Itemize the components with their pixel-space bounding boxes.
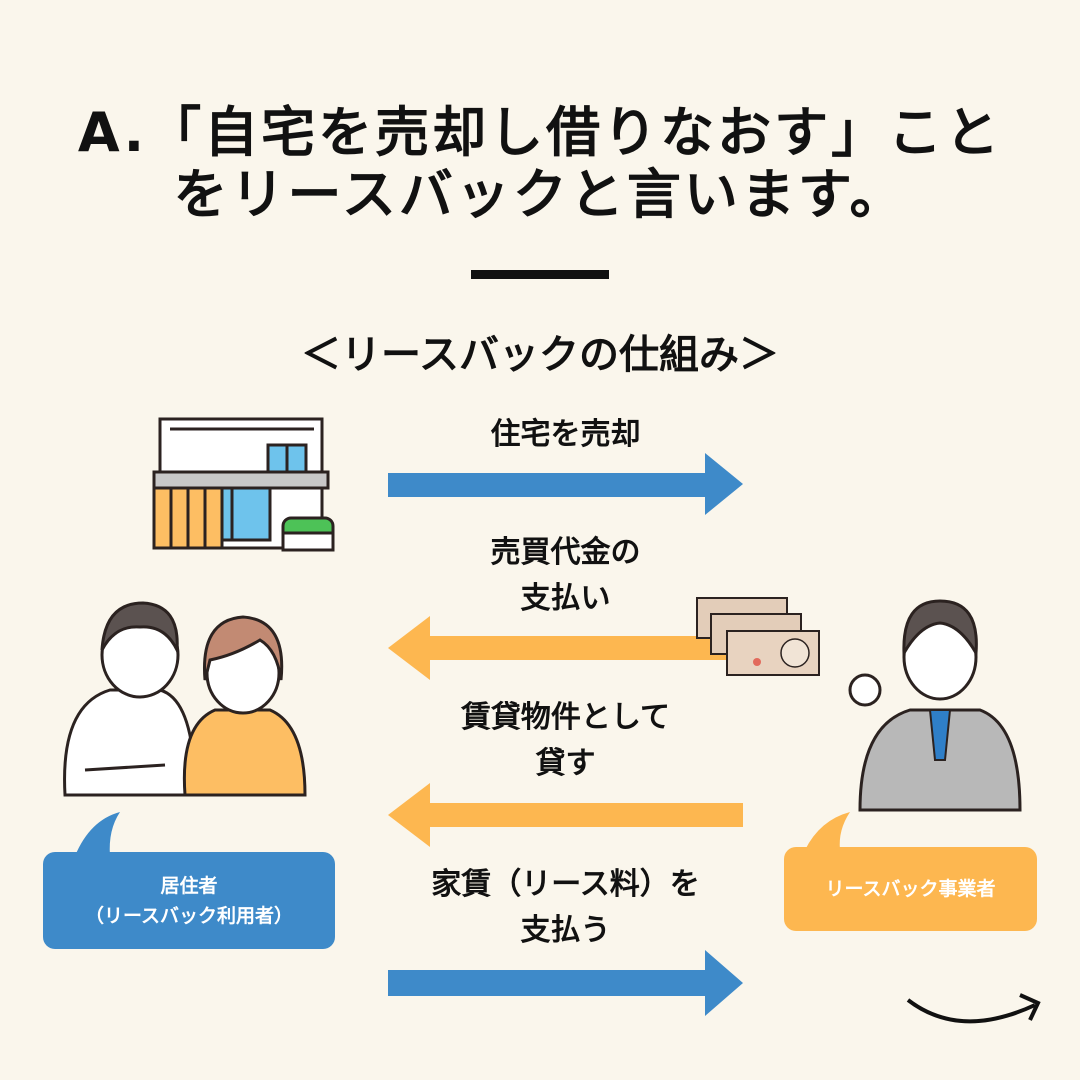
label-line: 賃貸物件として	[460, 700, 671, 735]
house-icon	[152, 417, 335, 552]
curved-arrow-icon	[906, 998, 1036, 1024]
resident-label: 居住者	[160, 874, 218, 897]
flow-label-lease: 賃貸物件として貸す	[388, 695, 743, 787]
arrow-payment	[388, 616, 743, 680]
label-line: 支払い	[520, 581, 611, 616]
label-line: 貸す	[535, 746, 596, 781]
page-title-line2: をリースバックと言います。	[173, 163, 907, 226]
arrow-rent	[388, 950, 743, 1016]
flow-label-rent: 家賃（リース料）を支払う	[388, 862, 743, 954]
label-line: 家賃（リース料）を	[431, 867, 700, 902]
operator-bubble: リースバック事業者	[784, 847, 1037, 931]
flow-label-payment: 売買代金の支払い	[388, 530, 743, 622]
resident-couple-illustration	[63, 601, 307, 797]
section-subtitle: ＜リースバックの仕組み＞	[301, 332, 779, 378]
businessman-illustration	[848, 599, 1022, 812]
flow-label-sell: 住宅を売却	[388, 412, 743, 458]
label-line: 支払う	[520, 913, 611, 948]
label-line: 住宅を売却	[490, 417, 641, 452]
arrow-lease	[388, 783, 743, 847]
label-line: 売買代金の	[490, 535, 641, 570]
page-title-line1: A.「自宅を売却し借りなおす」こと	[77, 101, 1003, 164]
operator-label: リースバック事業者	[825, 878, 996, 900]
divider	[471, 270, 609, 279]
resident-bubble: 居住者 （リースバック利用者）	[43, 852, 335, 949]
resident-sublabel: （リースバック利用者）	[84, 904, 294, 927]
banknotes-icon	[696, 597, 820, 676]
arrow-sell-house	[388, 453, 743, 515]
